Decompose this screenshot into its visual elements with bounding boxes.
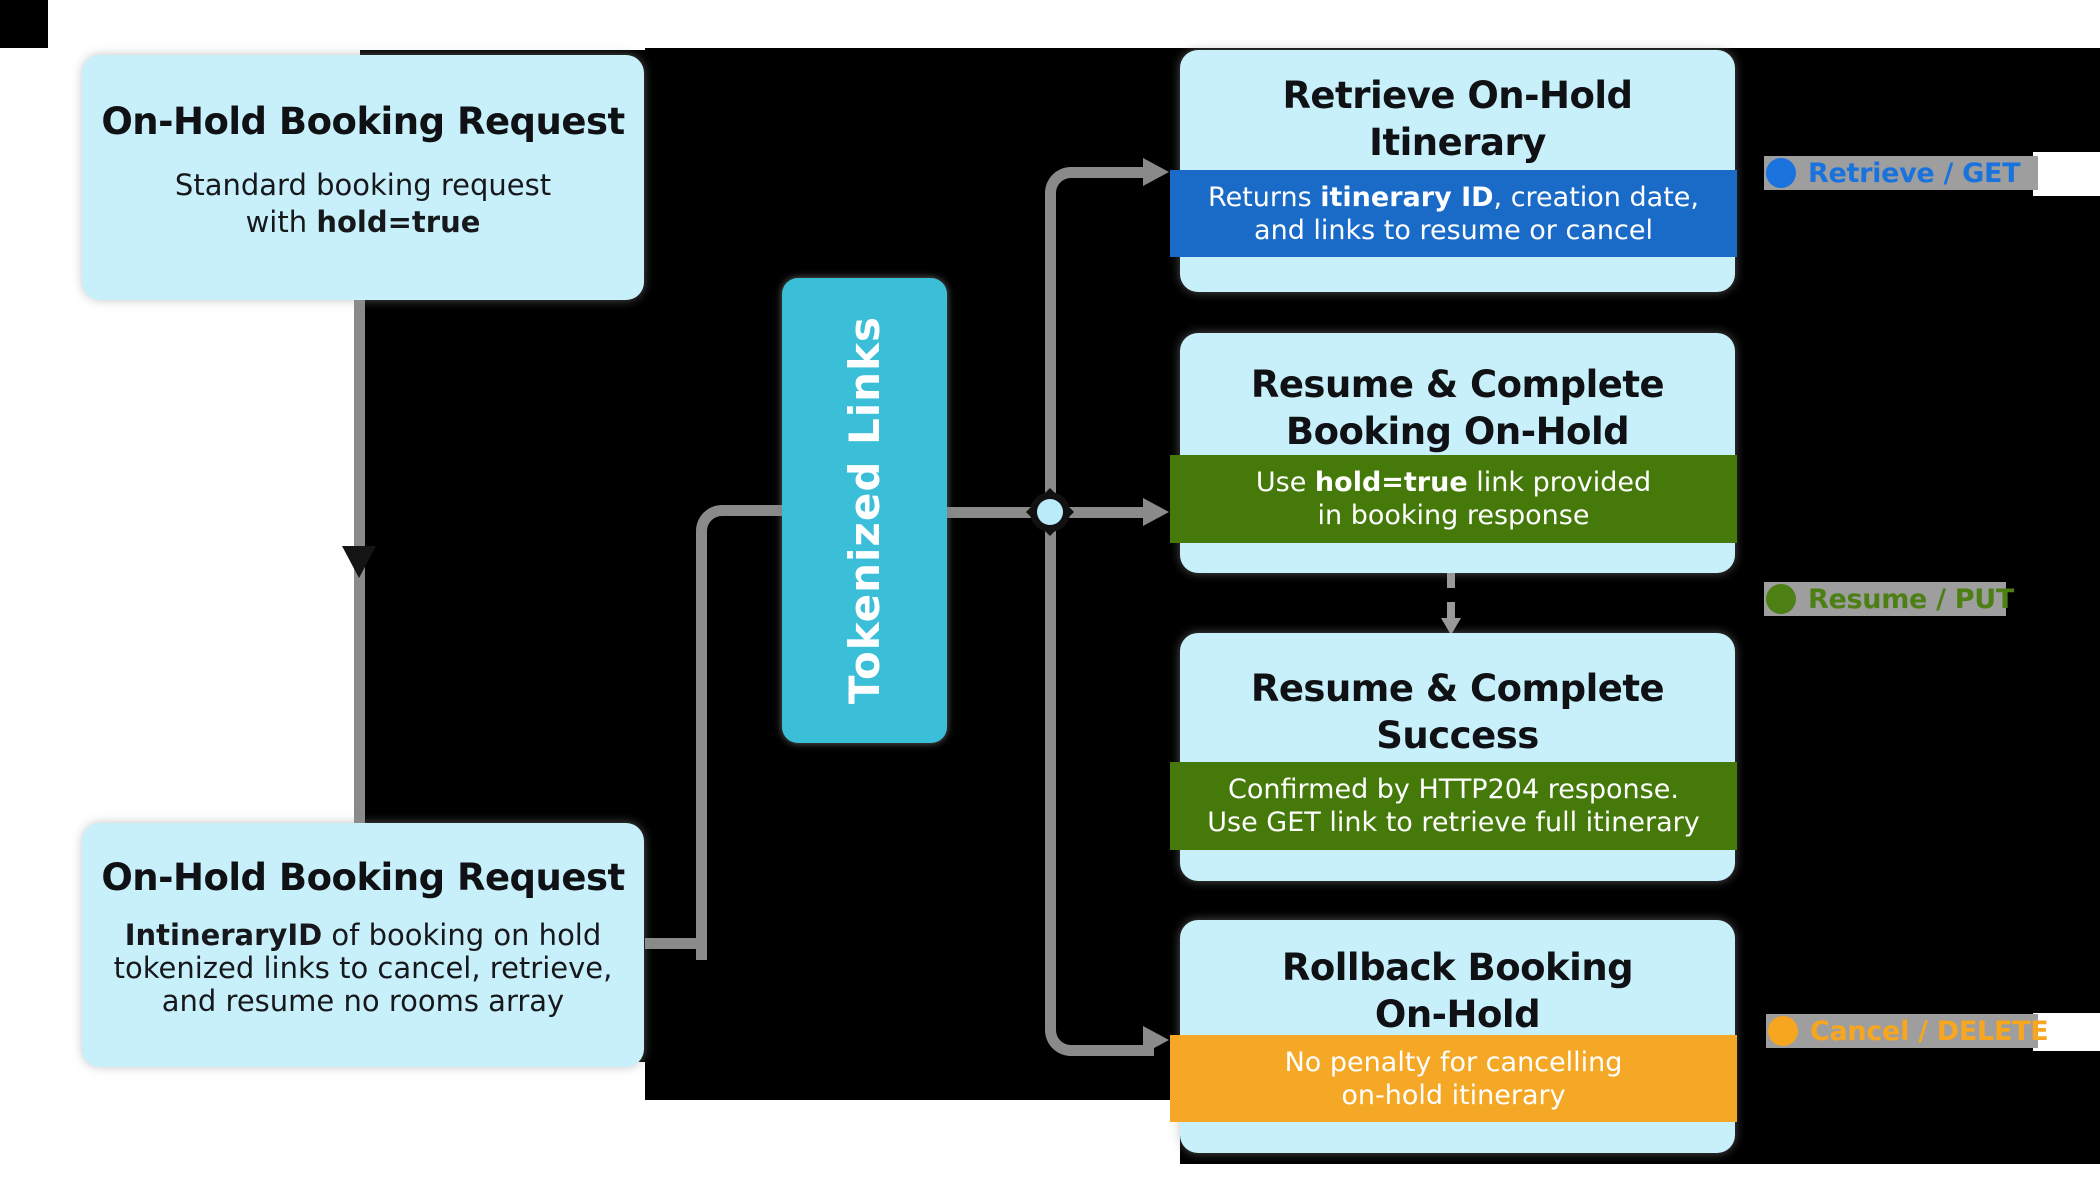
banner-line: Use GET link to retrieve full itinerary — [1207, 807, 1700, 838]
node-banner: Returns itinerary ID, creation date, and… — [1170, 170, 1737, 257]
banner-line: Use hold=true link provided — [1255, 467, 1652, 498]
node-on-hold-booking-request-bottom: On-Hold Booking Request IntineraryID of … — [82, 823, 644, 1067]
legend-resume-put: Resume / PUT — [1764, 582, 2014, 616]
hub-label: Tokenized Links — [840, 316, 889, 705]
node-body-line: and resume no rooms array — [161, 984, 565, 1018]
connector-bottom-stub — [645, 938, 707, 949]
node-body-line: with hold=true — [245, 205, 481, 239]
legend-cancel-delete: Cancel / DELETE — [1766, 1014, 2049, 1048]
banner-line: and links to resume or cancel — [1254, 214, 1653, 246]
node-tokenized-links-hub: Tokenized Links — [782, 278, 947, 743]
node-banner: Confirmed by HTTP204 response. Use GET l… — [1170, 762, 1737, 850]
legend-label: Resume / PUT — [1808, 583, 2015, 615]
background-white-notch-top — [2033, 152, 2100, 196]
node-title: On-Hold Booking Request — [101, 856, 625, 899]
banner-line: in booking response — [1317, 500, 1590, 531]
banner-line: on-hold itinerary — [1341, 1079, 1566, 1111]
connector-junction-down — [1045, 512, 1154, 1056]
legend-retrieve-get: Retrieve / GET — [1764, 156, 2038, 190]
arrow-down-icon — [1441, 618, 1461, 635]
arrow-right-icon — [1143, 1026, 1169, 1054]
background-corner-block — [0, 0, 48, 48]
node-body-line: tokenized links to cancel, retrieve, — [113, 951, 613, 985]
node-body-line: Standard booking request — [174, 168, 552, 202]
node-title: On-Hold Booking Request — [101, 100, 625, 143]
legend-label: Retrieve / GET — [1808, 157, 2021, 189]
node-banner: No penalty for cancelling on-hold itiner… — [1170, 1035, 1737, 1122]
legend-dot-retrieve-icon — [1766, 158, 1796, 188]
arrow-down-icon — [342, 546, 376, 578]
banner-line: Confirmed by HTTP204 response. — [1228, 774, 1679, 805]
connector-junction-up — [1045, 167, 1154, 524]
banner-line: Returns itinerary ID, creation date, — [1208, 181, 1699, 213]
legend-dot-resume-icon — [1766, 584, 1796, 614]
node-body-line: IntineraryID of booking on hold — [124, 918, 602, 952]
background-white-notch-bottom — [2033, 1013, 2100, 1051]
legend-dot-cancel-icon — [1768, 1016, 1798, 1046]
banner-line: No penalty for cancelling — [1284, 1046, 1623, 1078]
arrow-right-icon — [1143, 158, 1169, 186]
junction-node-icon — [1037, 499, 1063, 525]
legend-label: Cancel / DELETE — [1810, 1015, 2049, 1047]
node-banner: Use hold=true link provided in booking r… — [1170, 455, 1737, 543]
node-on-hold-booking-request-top: On-Hold Booking Request Standard booking… — [82, 55, 644, 300]
connector-bottom-to-hub — [696, 505, 793, 960]
connector-dashed-vertical — [1447, 572, 1455, 618]
